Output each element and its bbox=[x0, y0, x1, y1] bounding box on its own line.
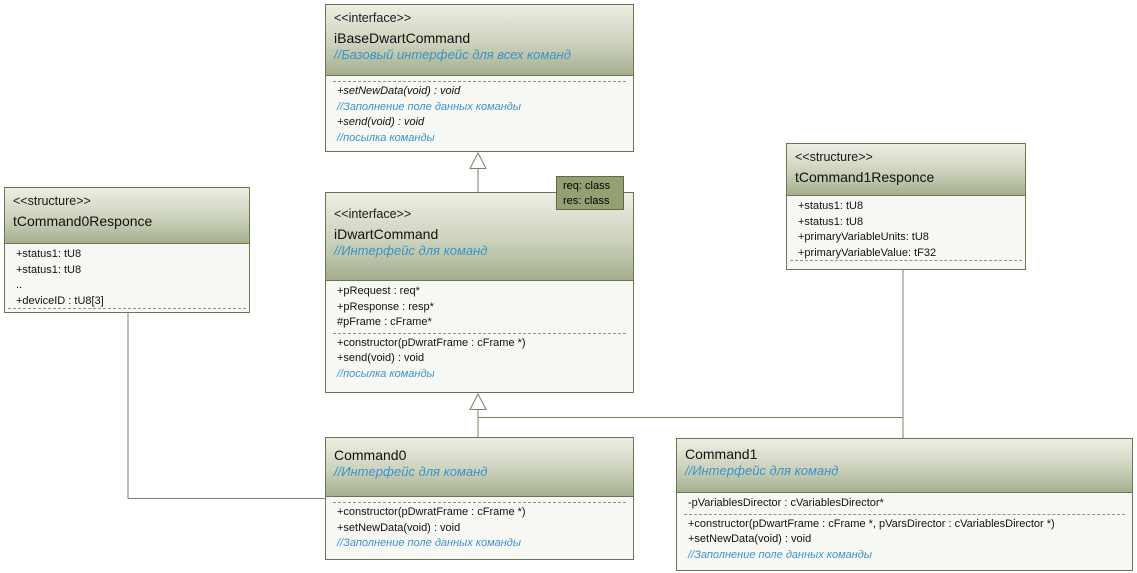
template-parameters-box[interactable]: req: class res: class bbox=[556, 176, 624, 210]
attribute: +pResponse : resp* bbox=[337, 300, 434, 313]
compartment-separator bbox=[790, 260, 1022, 261]
class-members: +setNewData(void) : void //Заполнение по… bbox=[326, 76, 633, 149]
attribute: +status1: tU8 bbox=[16, 263, 82, 276]
class-comment: //Интерфейс для команд bbox=[334, 464, 488, 479]
class-box-tcommand1responce[interactable]: <<structure>> tCommand1Responce +status1… bbox=[786, 143, 1026, 270]
attribute: .. bbox=[16, 279, 23, 291]
class-box-command1[interactable]: Command1 //Интерфейс для команд -pVariab… bbox=[676, 438, 1133, 571]
attribute: #pFrame : cFrame* bbox=[337, 316, 432, 328]
class-comment: //Интерфейс для команд bbox=[685, 463, 839, 478]
operation: +constructor(pDwratFrame : cFrame *) bbox=[337, 506, 526, 518]
operation: +send(void) : void bbox=[337, 116, 425, 128]
class-header: <<structure>> tCommand0Responce bbox=[5, 188, 249, 244]
class-members: -pVariablesDirector : cVariablesDirector… bbox=[677, 493, 1132, 566]
template-parameter: res: class bbox=[563, 194, 610, 207]
operation-comment: //посылка команды bbox=[337, 131, 435, 144]
class-header: Command1 //Интерфейс для команд bbox=[677, 439, 1132, 493]
class-comment: //Интерфейс для команд bbox=[334, 243, 488, 258]
class-box-idwartcommand[interactable]: <<interface>> iDwartCommand //Интерфейс … bbox=[325, 192, 634, 393]
operation-comment: //посылка команды bbox=[337, 367, 435, 380]
operation-comment: //Заполнение поле данных команды bbox=[688, 548, 872, 561]
stereotype: <<interface>> bbox=[334, 11, 412, 25]
operation: +constructor(pDwratFrame : cFrame *) bbox=[337, 336, 526, 349]
compartment-separator bbox=[8, 308, 246, 309]
class-members: +status1: tU8 +status1: tU8 .. +deviceID… bbox=[5, 244, 249, 312]
class-box-ibasedwartcommand[interactable]: <<interface>> iBaseDwartCommand //Базовы… bbox=[325, 4, 634, 152]
class-comment: //Базовый интерфейс для всех команд bbox=[334, 47, 571, 62]
class-members: +pRequest : req* +pResponse : resp* #pFr… bbox=[326, 281, 633, 385]
class-name: tCommand1Responce bbox=[795, 169, 935, 185]
attribute: +status1: tU8 bbox=[16, 248, 82, 260]
generalization-triangle-ibasedwartcommand[interactable] bbox=[469, 151, 487, 169]
class-box-tcommand0responce[interactable]: <<structure>> tCommand0Responce +status1… bbox=[4, 187, 250, 313]
attribute: +primaryVariableUnits: tU8 bbox=[798, 231, 929, 243]
compartment-separator bbox=[333, 81, 626, 82]
association-tcommand0responce-to-command0-line[interactable] bbox=[127, 313, 325, 499]
class-name: tCommand0Responce bbox=[13, 213, 153, 229]
operation: +setNewData(void) : void bbox=[337, 85, 461, 97]
class-header: <<structure>> tCommand1Responce bbox=[787, 144, 1025, 196]
class-header: Command0 //Интерфейс для команд bbox=[326, 438, 633, 497]
template-parameter: req: class bbox=[563, 180, 611, 192]
attribute: +deviceID : tU8[3] bbox=[16, 294, 104, 307]
attribute: +status1: tU8 bbox=[798, 200, 864, 212]
attribute: +status1: tU8 bbox=[798, 215, 864, 228]
stereotype: <<interface>> bbox=[334, 207, 412, 221]
compartment-separator bbox=[684, 513, 1125, 515]
class-box-command0[interactable]: Command0 //Интерфейс для команд +constru… bbox=[325, 437, 634, 560]
attribute: +pRequest : req* bbox=[337, 285, 420, 297]
operation: +setNewData(void) : void bbox=[337, 521, 461, 534]
operation-comment: //Заполнение поле данных команды bbox=[337, 537, 521, 549]
class-name: iDwartCommand bbox=[334, 226, 439, 242]
compartment-separator bbox=[333, 502, 626, 503]
stereotype: <<structure>> bbox=[13, 194, 91, 208]
attribute: +primaryVariableValue: tF32 bbox=[798, 246, 937, 259]
class-members: +status1: tU8 +status1: tU8 +primaryVari… bbox=[787, 196, 1025, 264]
operation: +constructor(pDwartFrame : cFrame *, pVa… bbox=[688, 517, 1055, 530]
class-members: +constructor(pDwratFrame : cFrame *) +se… bbox=[326, 497, 633, 555]
operation-comment: //Заполнение поле данных команды bbox=[337, 100, 521, 113]
class-name: Command0 bbox=[334, 447, 407, 463]
class-name: iBaseDwartCommand bbox=[334, 30, 471, 46]
attribute: -pVariablesDirector : cVariablesDirector… bbox=[688, 497, 884, 509]
class-name: Command1 bbox=[685, 446, 758, 462]
stereotype: <<structure>> bbox=[795, 150, 873, 164]
operation: +setNewData(void) : void bbox=[688, 533, 812, 545]
operation: +send(void) : void bbox=[337, 352, 425, 364]
class-header: <<interface>> iBaseDwartCommand //Базовы… bbox=[326, 5, 633, 76]
compartment-separator bbox=[333, 332, 626, 334]
generalization-triangle-idwartcommand[interactable] bbox=[469, 392, 487, 410]
